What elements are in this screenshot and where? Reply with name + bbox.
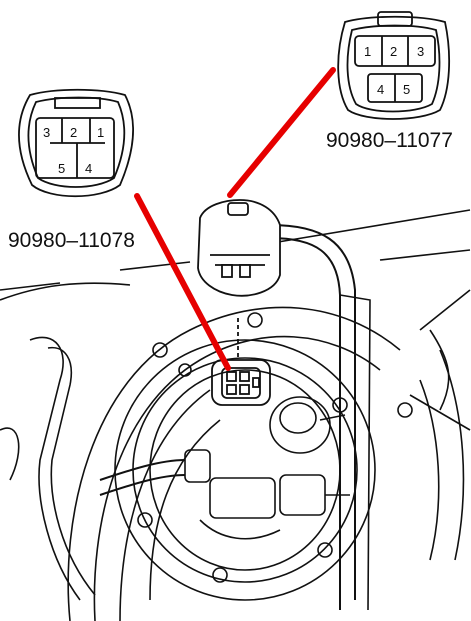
connector-face-11078	[18, 88, 135, 198]
left-pin-label: 5	[58, 161, 65, 176]
left-pin-label: 4	[85, 161, 92, 176]
left-pin-label: 1	[97, 125, 104, 140]
part-number-left: 90980–11078	[8, 229, 135, 252]
tank-line-art	[0, 209, 471, 621]
connector-face-11077	[337, 11, 451, 120]
right-pin-label: 5	[403, 82, 410, 97]
right-pin-label: 4	[377, 82, 384, 97]
pointer-line-right	[227, 67, 336, 198]
pointer-line-left	[134, 193, 231, 371]
pump-socket	[211, 318, 271, 406]
left-pin-label: 3	[43, 125, 50, 140]
right-pin-label: 3	[417, 44, 424, 59]
right-pin-label: 2	[390, 44, 397, 59]
harness-plug	[197, 199, 281, 297]
right-pin-label: 1	[364, 44, 371, 59]
part-number-right: 90980–11077	[326, 129, 453, 152]
left-pin-label: 2	[70, 125, 77, 140]
